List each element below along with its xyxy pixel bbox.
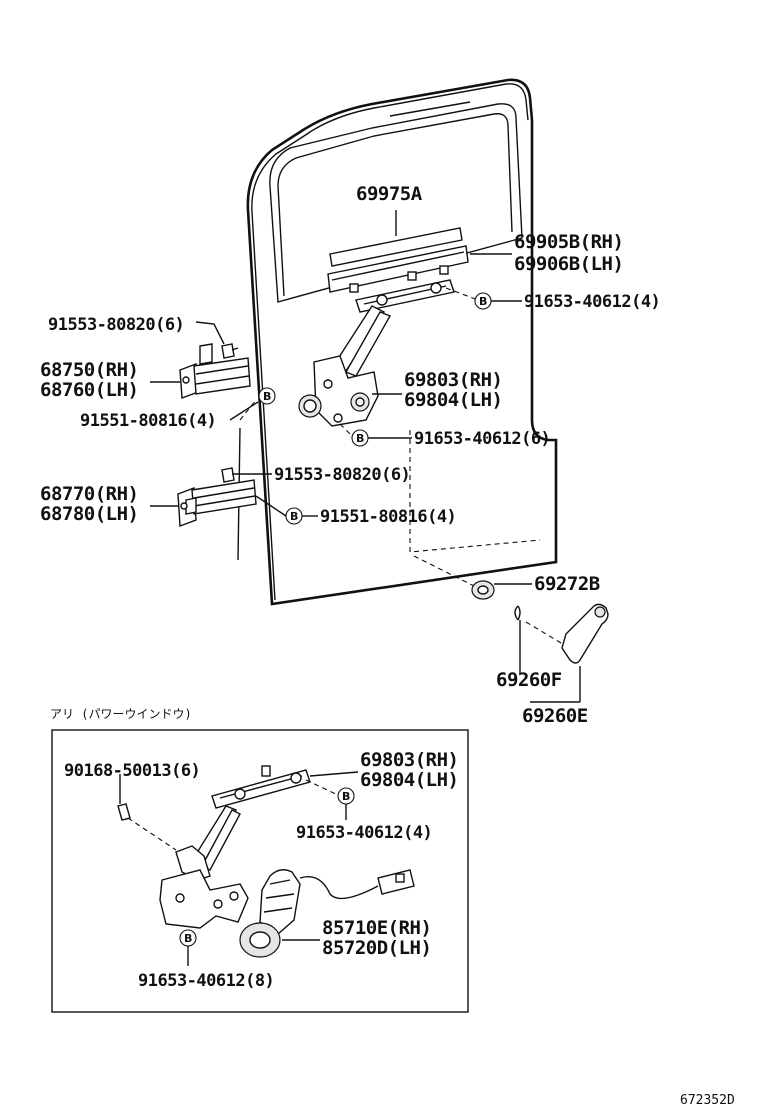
label-upper-hinge-lh: 68760(LH) bbox=[40, 379, 138, 401]
window-regulator-part bbox=[298, 279, 479, 439]
inset-title: アリ (パワーウインドウ) bbox=[50, 707, 192, 721]
label-lower-hinge-rh: 68770(RH) bbox=[40, 483, 138, 505]
lower-hinge-part bbox=[150, 467, 287, 527]
label-run-channel-lh: 69906B(LH) bbox=[514, 253, 623, 275]
svg-text:B: B bbox=[290, 510, 298, 523]
power-window-motor-part bbox=[239, 869, 415, 958]
label-run-channel-rh: 69905B(RH) bbox=[514, 231, 623, 253]
callout-b-top: B bbox=[474, 292, 492, 310]
callout-b-upper-hinge: B bbox=[258, 387, 276, 405]
label-bolt-top: 91653-40612(4) bbox=[524, 292, 660, 312]
inset-screw-part bbox=[117, 774, 131, 821]
svg-text:B: B bbox=[356, 432, 364, 445]
label-regulator-rh: 69803(RH) bbox=[404, 369, 502, 391]
label-inset-regulator-rh: 69803(RH) bbox=[360, 749, 458, 771]
label-regulator-bolt: 91653-40612(6) bbox=[414, 429, 550, 449]
label-inset-screw: 90168-50013(6) bbox=[64, 761, 200, 781]
svg-text:B: B bbox=[342, 790, 350, 803]
callout-b-inset-motor: B bbox=[179, 929, 197, 947]
label-motor-lh: 85720D(LH) bbox=[322, 937, 431, 959]
callout-b-inset-regulator: B bbox=[337, 787, 355, 805]
label-hinge-screw-lower: 91551-80816(4) bbox=[320, 507, 456, 527]
figure-id: 672352D bbox=[680, 1093, 735, 1108]
label-inset-motor-bolt: 91653-40612(8) bbox=[138, 971, 274, 991]
svg-text:B: B bbox=[184, 932, 192, 945]
glass-channel-part bbox=[327, 210, 512, 293]
inset-frame bbox=[51, 729, 469, 1013]
label-escutcheon: 69272B bbox=[534, 573, 600, 595]
label-handle-sub: 69260F bbox=[496, 669, 562, 691]
window-handle-part bbox=[413, 555, 609, 703]
upper-hinge-part bbox=[150, 321, 257, 421]
callout-b-regulator: B bbox=[351, 429, 369, 447]
label-hinge-bolt-lower: 91553-80820(6) bbox=[274, 465, 410, 485]
label-hinge-bolt-upper: 91553-80820(6) bbox=[48, 315, 184, 335]
label-upper-hinge-rh: 68750(RH) bbox=[40, 359, 138, 381]
power-regulator-part bbox=[127, 765, 359, 929]
svg-text:B: B bbox=[263, 390, 271, 403]
label-glass-channel: 69975A bbox=[356, 183, 423, 205]
callout-b-lower-hinge: B bbox=[285, 507, 303, 525]
label-lower-hinge-lh: 68780(LH) bbox=[40, 503, 138, 525]
label-handle: 69260E bbox=[522, 705, 588, 727]
svg-text:B: B bbox=[479, 295, 487, 308]
label-inset-regulator-lh: 69804(LH) bbox=[360, 769, 458, 791]
label-inset-regulator-bolt: 91653-40612(4) bbox=[296, 823, 432, 843]
label-regulator-lh: 69804(LH) bbox=[404, 389, 502, 411]
label-hinge-screw-upper: 91551-80816(4) bbox=[80, 411, 216, 431]
label-motor-rh: 85710E(RH) bbox=[322, 917, 431, 939]
